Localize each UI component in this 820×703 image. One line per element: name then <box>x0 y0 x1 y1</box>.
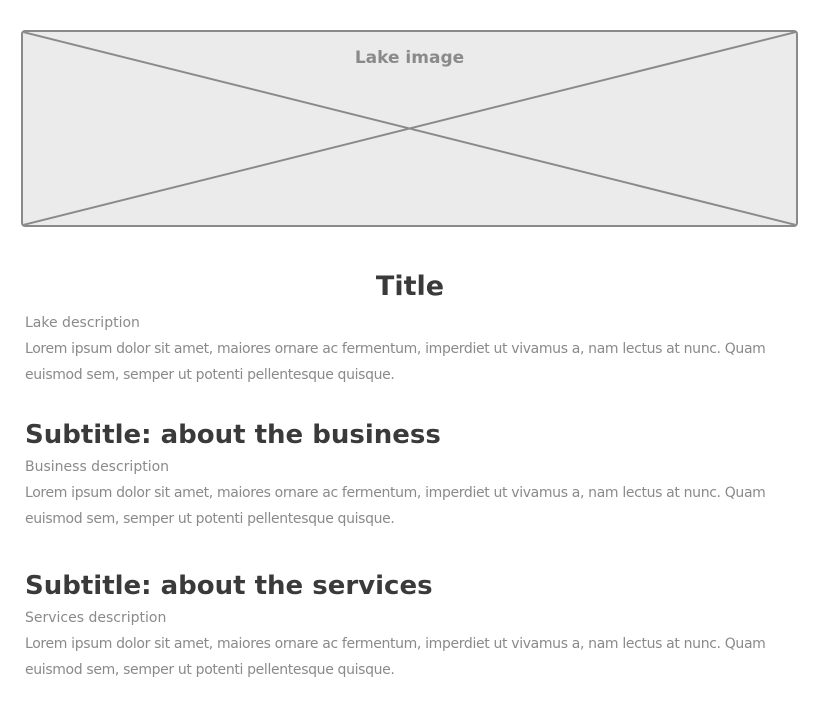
lake-description-text: Lorem ipsum dolor sit amet, maiores orna… <box>25 341 766 383</box>
business-subtitle: Subtitle: about the business <box>25 420 441 450</box>
services-description-text: Lorem ipsum dolor sit amet, maiores orna… <box>25 636 766 678</box>
image-placeholder-icon <box>23 32 796 225</box>
services-subtitle: Subtitle: about the services <box>25 571 433 601</box>
business-section: Subtitle: about the business Business de… <box>25 418 805 532</box>
page-title: Title <box>375 271 445 302</box>
image-placeholder-label: Lake image <box>354 48 465 68</box>
services-section: Subtitle: about the services Services de… <box>25 569 805 683</box>
services-description-label: Services description <box>25 610 167 626</box>
business-description-label: Business description <box>25 459 170 475</box>
business-description-text: Lorem ipsum dolor sit amet, maiores orna… <box>25 485 766 527</box>
lake-image-placeholder: Lake image <box>21 30 798 227</box>
lake-description-label: Lake description <box>25 315 140 331</box>
lake-section: Lake description Lorem ipsum dolor sit a… <box>25 310 805 388</box>
